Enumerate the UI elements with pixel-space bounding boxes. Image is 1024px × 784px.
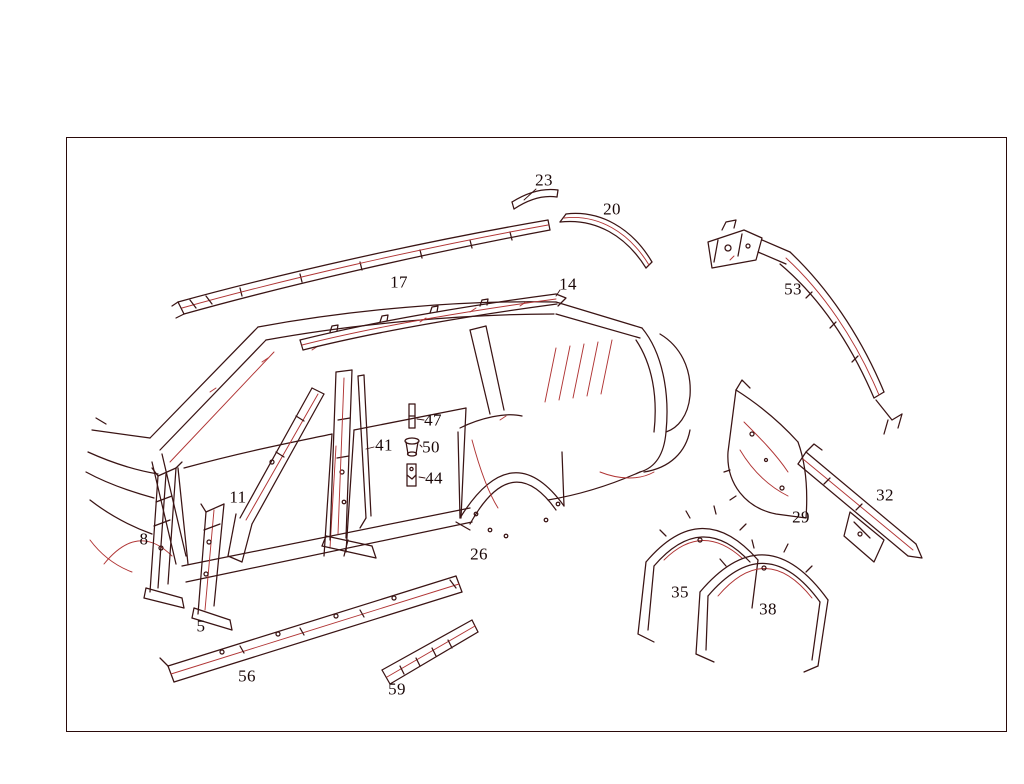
part-53-rear-pillar-frame (707, 219, 903, 435)
part-8-pillar-section (143, 461, 185, 609)
part-label-38: 38 (759, 599, 777, 619)
part-label-56: 56 (238, 666, 256, 686)
part-label-8: 8 (139, 529, 149, 549)
part-50-grommet (404, 437, 423, 457)
part-label-35: 35 (671, 582, 689, 602)
part-41-b-pillar-assembly (321, 369, 377, 559)
part-label-20: 20 (603, 199, 621, 219)
part-label-26: 26 (470, 544, 488, 564)
part-32-crossmember (797, 443, 923, 563)
part-label-53: 53 (784, 279, 802, 299)
part-label-11: 11 (229, 487, 247, 507)
part-14-roof-rail-inner (299, 289, 567, 351)
part-23-trim-strip (511, 188, 559, 210)
part-59-sill-outer-panel (381, 619, 479, 685)
part-38-wheelhouse-outer (695, 539, 829, 673)
part-label-50: 50 (422, 437, 440, 457)
part-label-17: 17 (390, 272, 408, 292)
part-label-32: 32 (876, 485, 894, 505)
part-44-clip (365, 446, 426, 487)
part-47-sleeve (408, 403, 425, 429)
part-label-41: 41 (375, 435, 393, 455)
part-label-5: 5 (196, 616, 206, 636)
part-20-trim-strip (559, 212, 653, 269)
part-29-quarter-inner-panel (723, 379, 808, 519)
part-56-sill-panel (159, 575, 463, 683)
part-5-pillar-section (191, 503, 233, 631)
part-35-wheelhouse-inner (637, 505, 759, 643)
part-11-inner-pillar (227, 387, 325, 563)
diagram-frame (66, 137, 1007, 732)
part-label-14: 14 (559, 274, 577, 294)
part-label-59: 59 (388, 679, 406, 699)
part-label-29: 29 (792, 507, 810, 527)
part-label-44: 44 (425, 468, 443, 488)
part-26-quarter-panel (455, 325, 565, 539)
part-label-47: 47 (424, 410, 442, 430)
part-17-roof-rail (171, 219, 551, 319)
part-label-23: 23 (535, 170, 553, 190)
